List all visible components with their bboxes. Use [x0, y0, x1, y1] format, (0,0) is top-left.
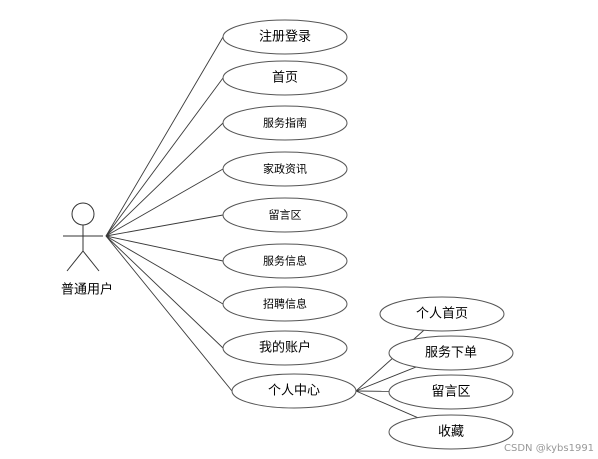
use-case-ellipse [222, 105, 348, 141]
use-case-label: 招聘信息 [263, 297, 307, 311]
use-case-ellipse [222, 19, 348, 55]
use-case-label: 家政资讯 [263, 162, 307, 176]
association-line [105, 235, 233, 392]
use-case-label: 首页 [272, 71, 298, 86]
use-case-ellipse [222, 330, 348, 366]
use-case-label: 个人中心 [268, 384, 320, 399]
use-case-housekeeping-news: 家政资讯 [222, 151, 348, 187]
use-case-register-login: 注册登录 [222, 19, 348, 55]
watermark: CSDN @kybs1991 [504, 443, 594, 454]
association-line [105, 168, 224, 237]
association-line [105, 36, 224, 237]
use-case-label: 留言区 [269, 209, 302, 222]
use-case-label: 注册登录 [259, 30, 311, 45]
use-case-ellipse [222, 197, 348, 233]
use-case-home: 首页 [222, 60, 348, 96]
use-case-label: 个人首页 [416, 307, 468, 322]
sub-use-case-favorites: 收藏 [388, 414, 514, 450]
actor-head [71, 202, 95, 226]
use-case-service-guide: 服务指南 [222, 105, 348, 141]
use-case-label: 服务下单 [425, 345, 477, 361]
use-case-label: 服务指南 [263, 116, 307, 130]
use-case-ellipse [231, 373, 357, 409]
use-case-ellipse [388, 374, 514, 410]
use-case-personal-center: 个人中心 [231, 373, 357, 409]
actor-right-leg [82, 250, 100, 272]
use-case-ellipse [388, 335, 514, 371]
use-case-recruitment-info: 招聘信息 [222, 286, 348, 322]
actor-left-leg [66, 250, 84, 272]
use-case-label: 我的账户 [259, 340, 311, 356]
actor: 普通用户 [61, 202, 113, 298]
association-line [105, 235, 224, 305]
association-line [105, 122, 224, 237]
association-line [105, 77, 224, 237]
use-case-label: 收藏 [438, 425, 464, 440]
use-case-ellipse [379, 296, 505, 332]
use-case-ellipse [222, 151, 348, 187]
association-lines [105, 36, 425, 419]
use-case-service-info: 服务信息 [222, 243, 348, 279]
sub-use-case-sub-message-board: 留言区 [388, 374, 514, 410]
association-line [105, 235, 224, 262]
use-case-label: 留言区 [431, 385, 470, 400]
sub-use-case-place-order: 服务下单 [388, 335, 514, 371]
association-line [105, 235, 224, 349]
sub-use-case-personal-home: 个人首页 [379, 296, 505, 332]
use-case-ellipse [222, 60, 348, 96]
actor-label: 普通用户 [61, 282, 113, 298]
association-line [355, 390, 418, 419]
use-case-message-board: 留言区 [222, 197, 348, 233]
association-line [355, 366, 417, 392]
use-case-label: 服务信息 [263, 254, 307, 268]
association-line [105, 214, 224, 237]
use-case-ellipse [222, 243, 348, 279]
use-case-ellipse [222, 286, 348, 322]
use-case-ellipse [388, 414, 514, 450]
use-case-my-account: 我的账户 [222, 330, 348, 366]
